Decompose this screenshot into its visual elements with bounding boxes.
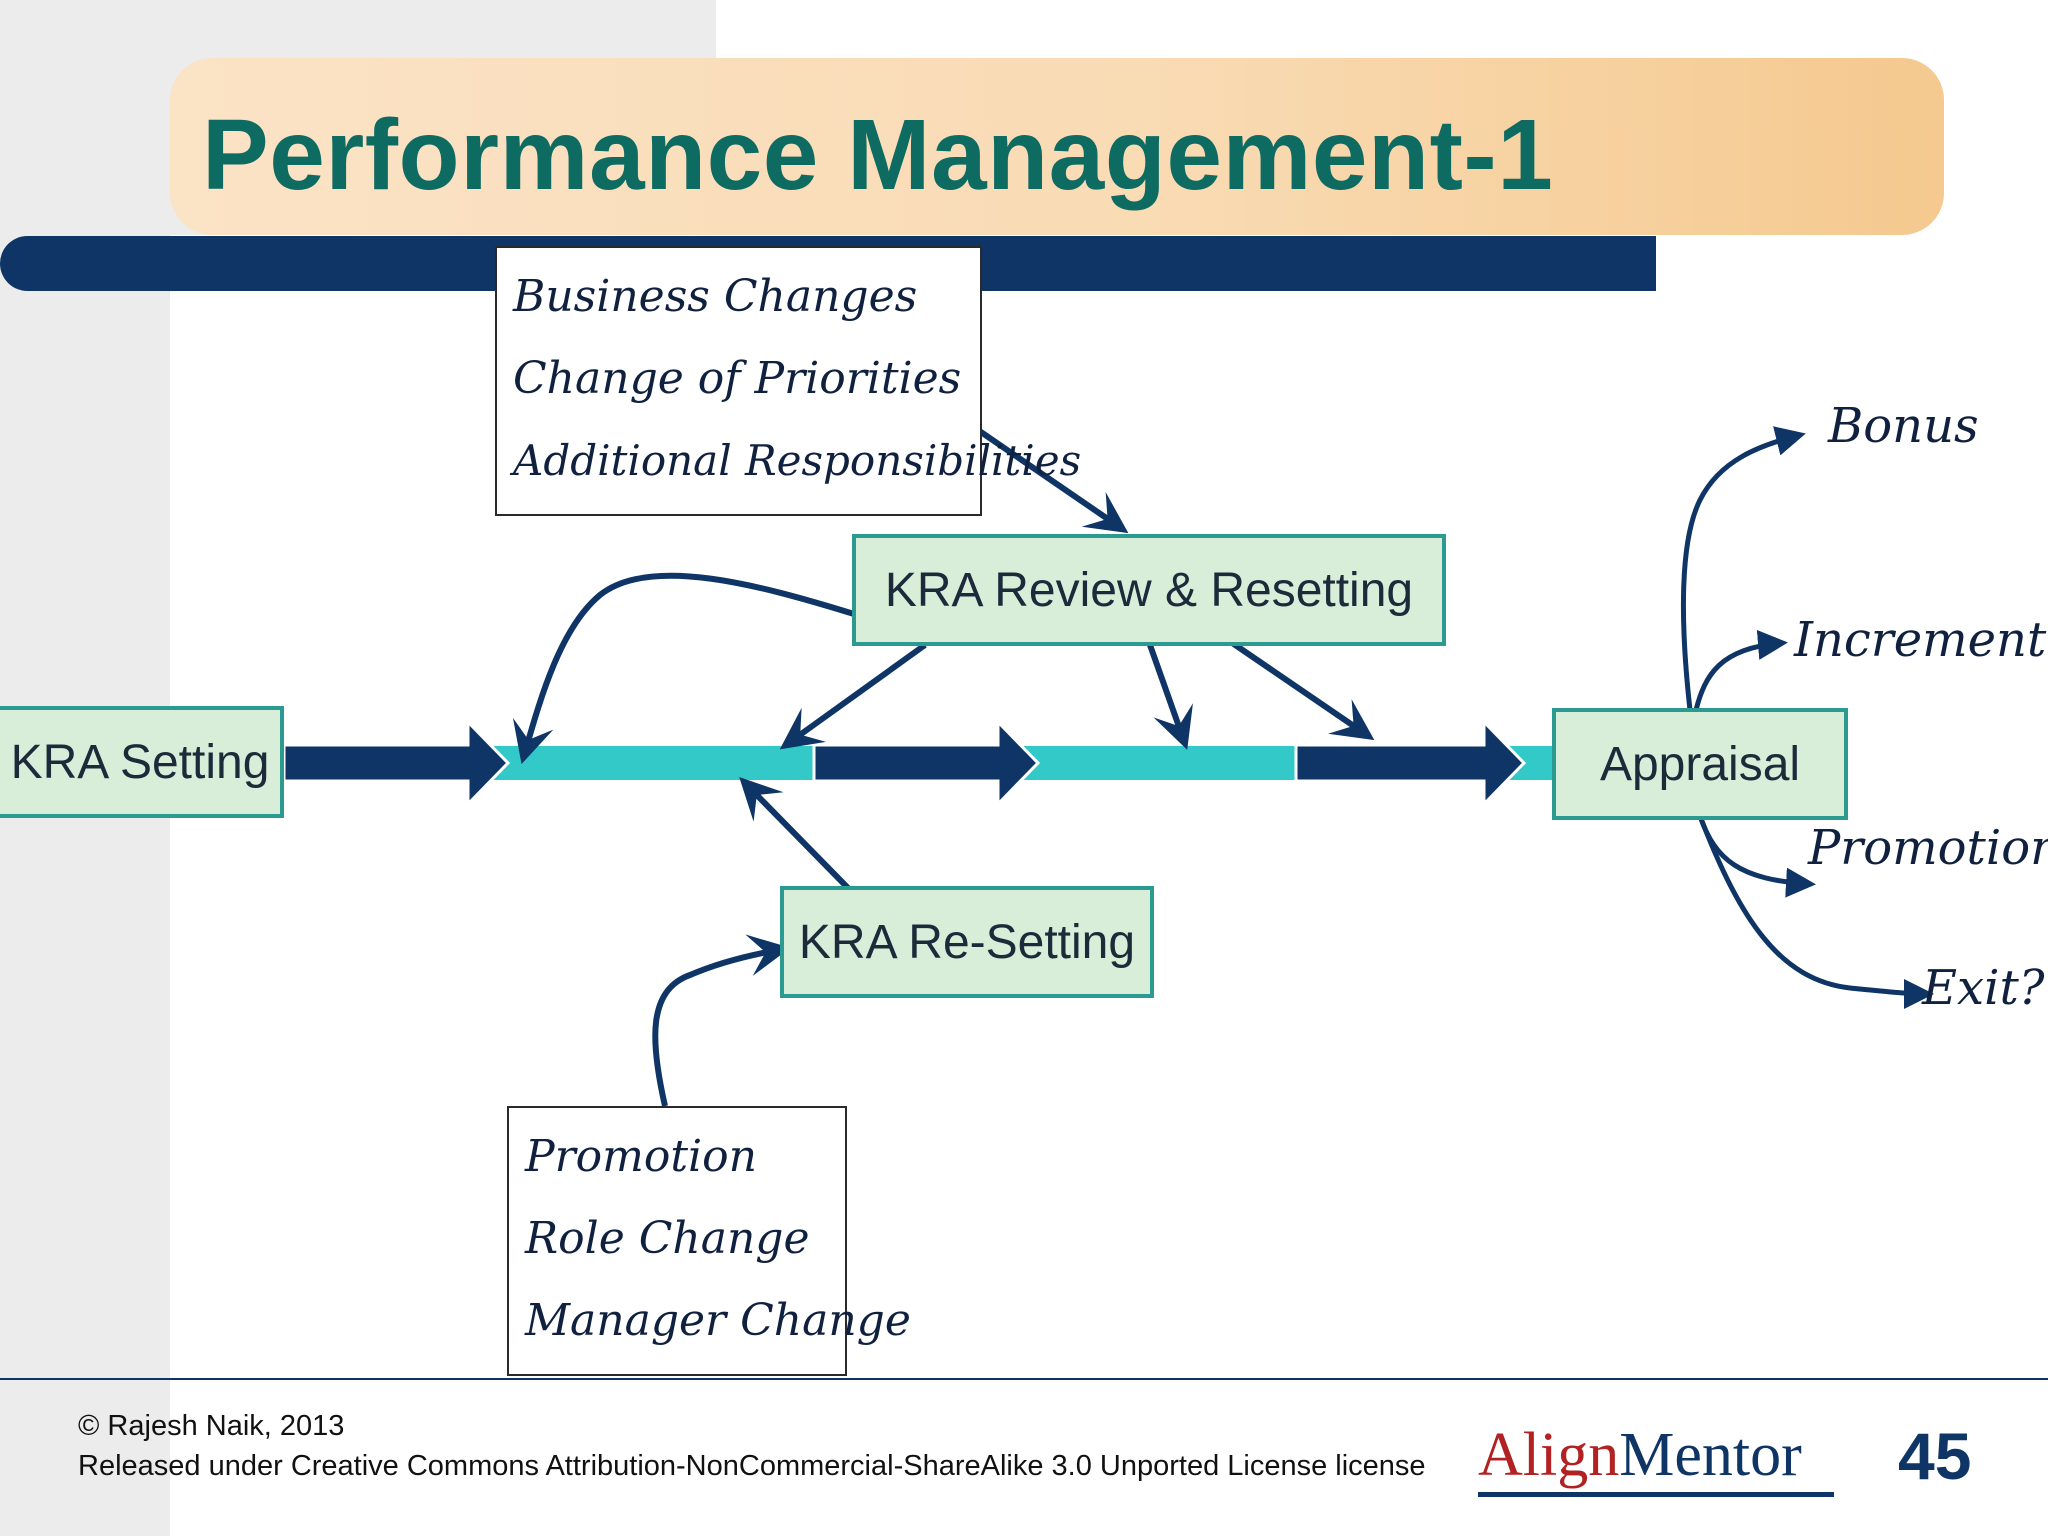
node-kra-review-resetting: KRA Review & Resetting (852, 534, 1446, 646)
note-line-change-of-priorities: Change of Priorities (513, 353, 962, 404)
outcome-increment: Increment (1794, 612, 2047, 668)
timeline-arrow-3 (1294, 718, 1527, 808)
alignmentor-logo: AlignMentor (1478, 1420, 1802, 1491)
note-line-additional-responsibilities: Additional Responsibilities (513, 436, 1082, 485)
arrow-appraisal-to-increment (1693, 629, 1788, 711)
arrow-appraisal-to-bonus (1680, 426, 1806, 711)
note-business-changes: Business Changes Change of Priorities Ad… (495, 246, 1082, 516)
page-number: 45 (1898, 1419, 1972, 1493)
arrow-bottom-note-to-resetting (652, 934, 791, 1107)
note-line-role-change: Role Change (525, 1213, 810, 1264)
note-line-promotion: Promotion (525, 1131, 757, 1182)
outcome-bonus: Bonus (1828, 398, 1979, 454)
arrow-review-down-3 (1223, 635, 1375, 741)
logo-mentor-text: Mentor (1619, 1421, 1802, 1489)
footer-divider (0, 1378, 2048, 1380)
arrow-appraisal-to-exit (1697, 815, 1934, 1009)
node-kra-re-setting: KRA Re-Setting (780, 886, 1154, 998)
note-line-manager-change: Manager Change (525, 1295, 911, 1346)
logo-underline (1478, 1492, 1834, 1497)
timeline-arrow-1 (282, 718, 511, 808)
outcome-exit: Exit? (1922, 960, 2045, 1016)
arrow-review-to-timeline-start (512, 572, 855, 765)
title-banner (170, 58, 1944, 235)
note-line-business-changes: Business Changes (513, 271, 918, 322)
outcome-promotion: Promotion? (1808, 820, 2048, 876)
footer-license: Released under Creative Commons Attribut… (78, 1450, 1426, 1482)
footer-copyright: © Rajesh Naik, 2013 (78, 1410, 345, 1442)
arrow-note-to-review (976, 427, 1129, 534)
logo-align-text: Align (1478, 1421, 1620, 1489)
arrow-review-down-2 (1147, 643, 1193, 750)
note-promotion-role-manager: Promotion Role Change Manager Change (507, 1106, 911, 1376)
arrow-resetting-up (739, 777, 851, 891)
node-appraisal: Appraisal (1552, 708, 1848, 820)
arrow-review-down-1 (779, 642, 927, 750)
node-kra-setting: KRA Setting (0, 706, 284, 818)
slide-title: Performance Management-1 (202, 99, 1554, 211)
timeline-arrow-2 (812, 718, 1041, 808)
